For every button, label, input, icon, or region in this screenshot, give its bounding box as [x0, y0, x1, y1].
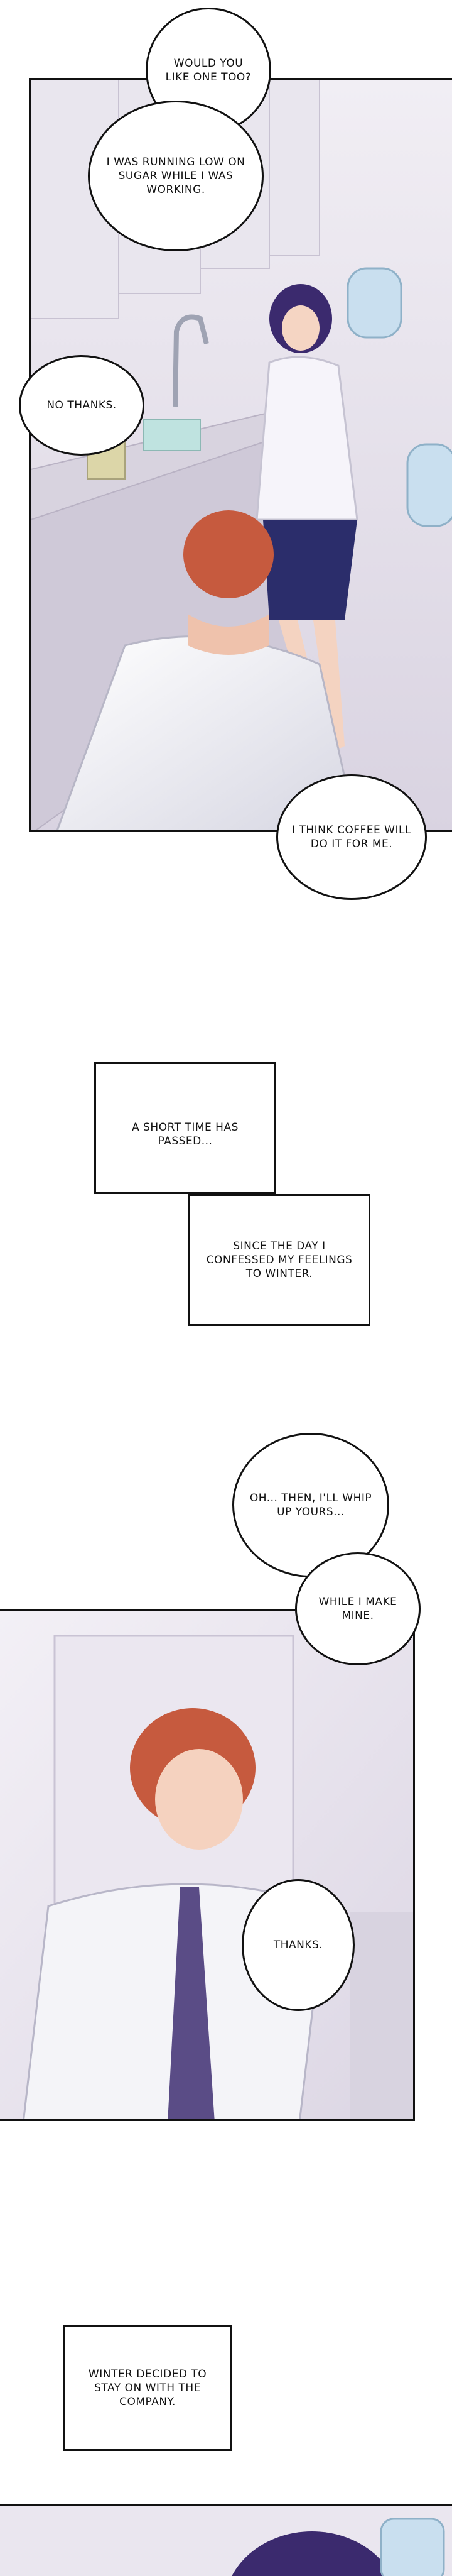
bubble-text: NO THANKS. — [46, 398, 117, 412]
speech-bubble-while-i-make: WHILE I MAKE MINE. — [295, 1552, 421, 1665]
speech-bubble-coffee: I THINK COFFEE WILL DO IT FOR ME. — [276, 774, 427, 900]
bubble-text: THANKS. — [273, 1938, 323, 1951]
office-illustration — [0, 1611, 413, 2119]
bubble-text: WHILE I MAKE MINE. — [318, 1595, 397, 1622]
bubble-text: OH... THEN, I'LL WHIP UP YOURS... — [249, 1491, 372, 1518]
speech-bubble-no-thanks: NO THANKS. — [19, 355, 144, 456]
man-figure — [56, 510, 358, 830]
caption-confession: SINCE THE DAY I CONFESSED MY FEELINGS TO… — [188, 1194, 370, 1326]
speech-bubble-thanks: THANKS. — [242, 1879, 355, 2011]
bubble-text: I THINK COFFEE WILL DO IT FOR ME. — [292, 823, 411, 850]
caption-winter-stay: WINTER DECIDED TO STAY ON WITH THE COMPA… — [63, 2325, 232, 2451]
woman-figure — [256, 284, 358, 755]
panel-bottom-partial — [0, 2504, 452, 2576]
caption-time-passed: A SHORT TIME HAS PASSED... — [94, 1062, 276, 1194]
caption-text: SINCE THE DAY I CONFESSED MY FEELINGS TO… — [206, 1239, 353, 1281]
bottom-illustration — [0, 2506, 452, 2576]
bubble-text: WOULD YOU LIKE ONE TOO? — [165, 57, 252, 84]
caption-text: A SHORT TIME HAS PASSED... — [132, 1121, 239, 1148]
bubble-text: I WAS RUNNING LOW ON SUGAR WHILE I WAS W… — [106, 155, 245, 197]
caption-text: WINTER DECIDED TO STAY ON WITH THE COMPA… — [88, 2367, 207, 2409]
panel-man-thanks — [0, 1609, 415, 2121]
speech-bubble-low-on-sugar: I WAS RUNNING LOW ON SUGAR WHILE I WAS W… — [88, 101, 264, 251]
